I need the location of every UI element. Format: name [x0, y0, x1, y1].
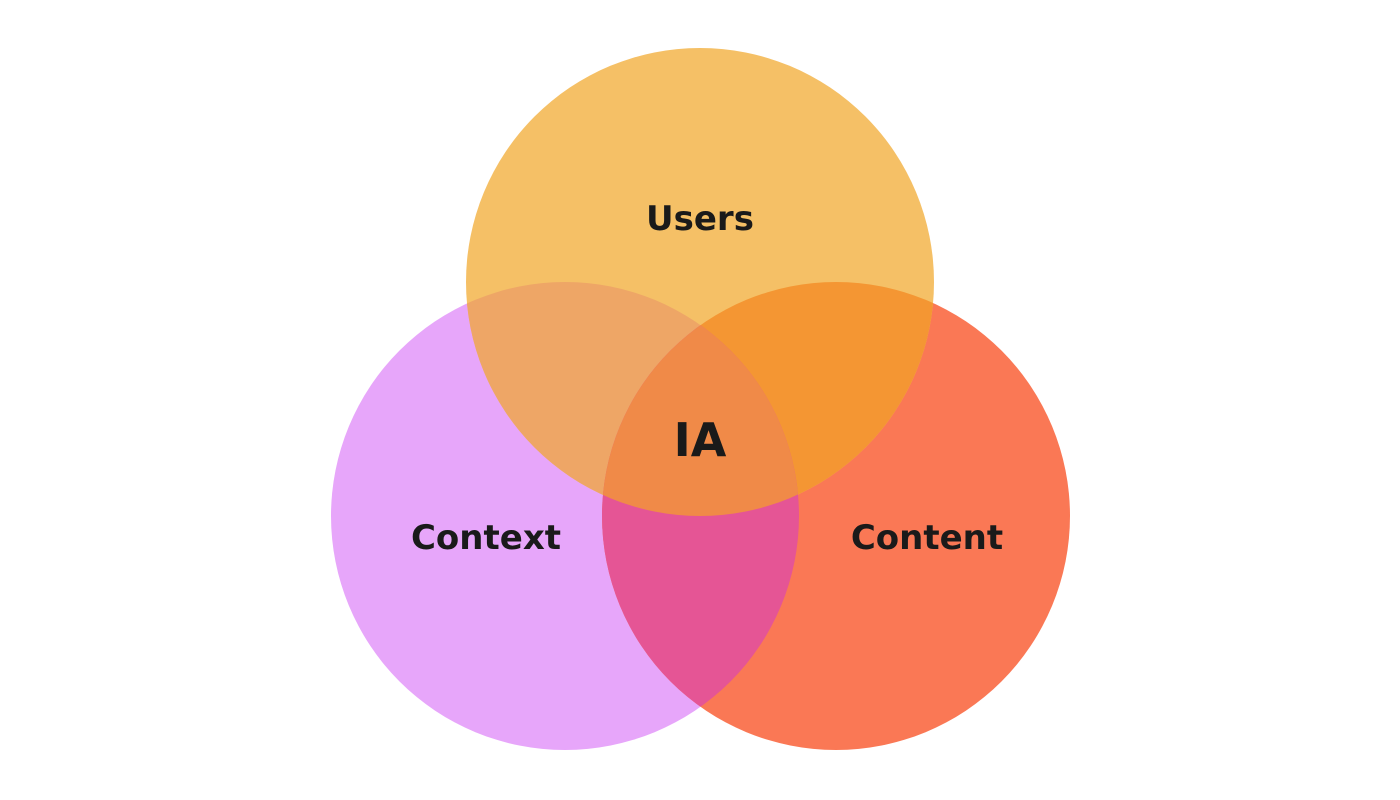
center-label: IA [674, 413, 727, 467]
users-label: Users [646, 199, 754, 239]
center-overlap [602, 282, 799, 516]
content-label: Content [851, 518, 1003, 558]
context-label: Context [411, 518, 561, 558]
